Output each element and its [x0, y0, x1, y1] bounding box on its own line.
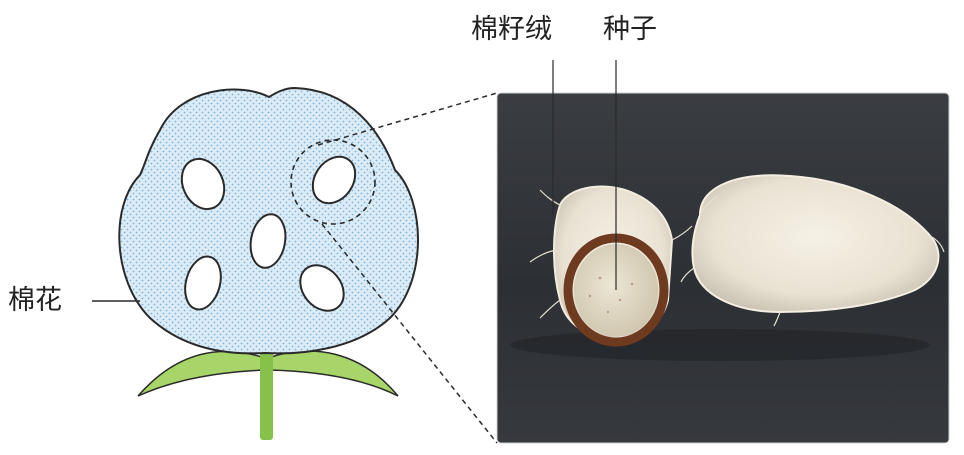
photo-frame	[496, 92, 950, 444]
kernel-speck	[618, 298, 622, 302]
highlight-circle	[290, 139, 376, 225]
seed-oval	[180, 157, 226, 211]
leaf-right	[267, 350, 399, 397]
seeds-group	[180, 155, 357, 312]
label-seed: 种子	[603, 14, 657, 45]
cotton-boll-outline	[118, 86, 419, 355]
connector-line-top	[317, 92, 498, 146]
label-cotton-lint: 棉籽绒	[471, 14, 552, 45]
cut-seed-fuzz	[529, 189, 693, 319]
kernel-speck	[598, 276, 602, 280]
seed-oval	[184, 255, 222, 311]
kernel-specks	[588, 276, 634, 314]
kernel-speck	[588, 294, 592, 298]
whole-seed-fuzz	[680, 195, 945, 327]
kernel-speck	[630, 282, 634, 286]
label-cotton: 棉花	[8, 285, 62, 316]
kernel-speck	[606, 310, 610, 314]
connector-line-bottom	[321, 223, 498, 444]
cotton-seed-photo	[497, 93, 949, 443]
leaf-left	[137, 350, 266, 397]
photo-shadow	[510, 329, 930, 361]
whole-seed-fluff	[691, 174, 940, 314]
seed-oval	[249, 213, 287, 269]
seed-oval	[299, 264, 345, 312]
seed-oval	[311, 155, 357, 205]
stem	[260, 350, 273, 440]
